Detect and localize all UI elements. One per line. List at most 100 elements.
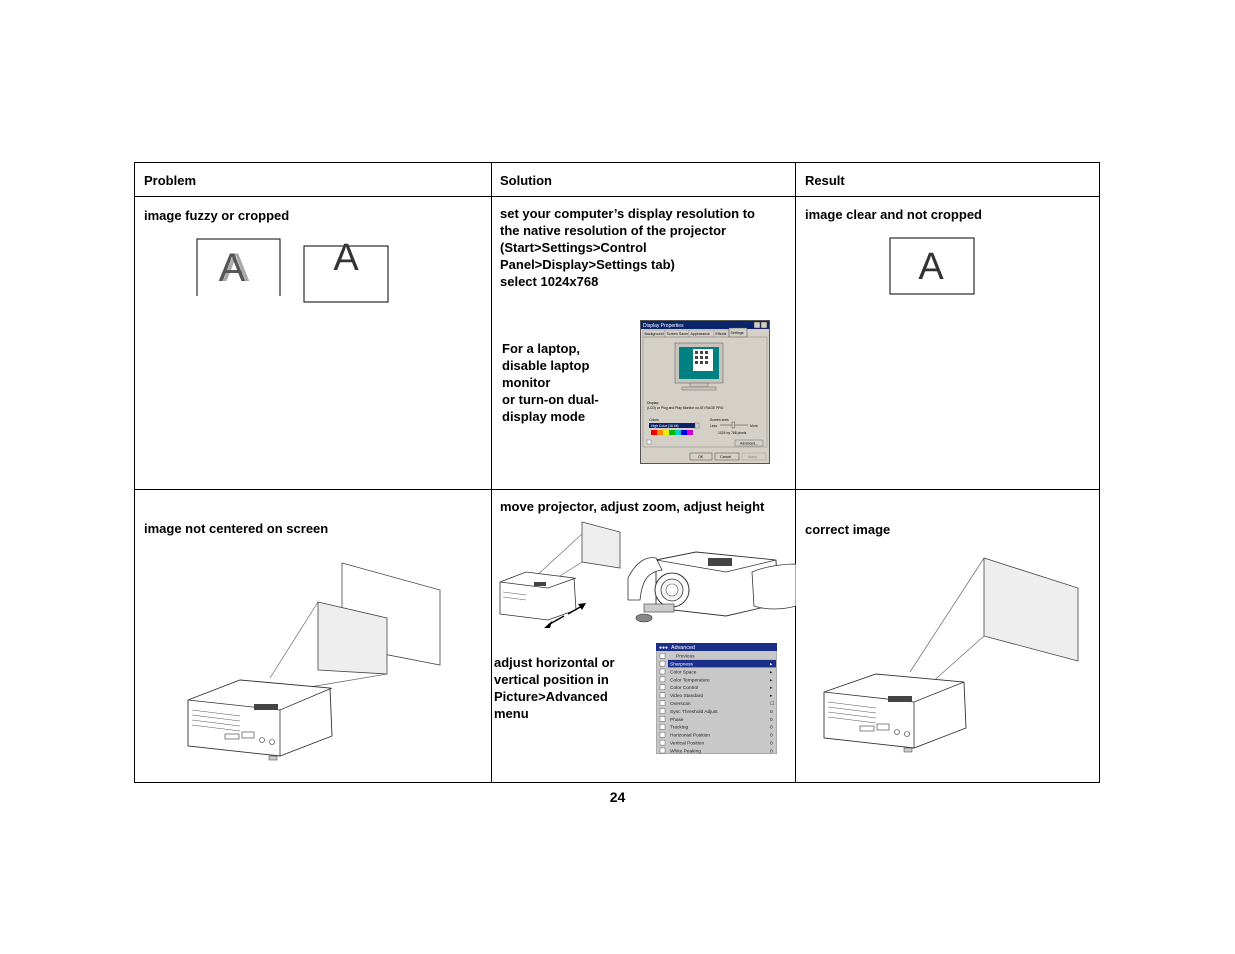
menu-item-label: Overscan: [670, 701, 691, 707]
svg-text:1024 by 768 pixels: 1024 by 768 pixels: [718, 431, 747, 435]
menu-item[interactable]: Sharpness▸: [659, 659, 776, 668]
menu-item-label: Phase: [670, 717, 684, 723]
menu-item-icon: [659, 652, 666, 659]
menu-item-label: Horizontal Position: [670, 733, 710, 739]
row-divider: [135, 489, 1099, 490]
svg-text:High Color (16 bit): High Color (16 bit): [651, 424, 679, 428]
page-number: 24: [609, 789, 626, 805]
menu-item-icon: [659, 739, 666, 746]
menu-item[interactable]: Video Standard ▸: [659, 692, 773, 699]
menu-item-value: ☐: [770, 701, 774, 707]
menu-item-value: 0: [770, 717, 773, 723]
menu-item[interactable]: Color Control▸: [659, 684, 773, 691]
adjust-projector-illustration: [496, 520, 797, 635]
svg-text:A: A: [223, 246, 250, 290]
row2-problem: image not centered on screen: [144, 521, 329, 536]
menu-item-icon: [659, 668, 666, 675]
row2-solution: move projector, adjust zoom, adjust heig…: [500, 499, 765, 514]
troubleshooting-table: [134, 162, 1100, 783]
chevron-down-icon[interactable]: [694, 422, 700, 429]
header-solution: Solution: [500, 173, 552, 188]
menu-item-icon: [659, 708, 666, 714]
dialog-title: Display Properties: [643, 323, 684, 329]
svg-text:Appearance: Appearance: [691, 332, 710, 336]
menu-item-icon: [659, 716, 666, 722]
menu-item-icon: [659, 747, 666, 754]
cropped-a-illustration: A: [303, 234, 389, 304]
svg-text:More: More: [750, 424, 758, 428]
menu-item-label: Video Standard: [670, 693, 703, 699]
menu-item-icon: [659, 724, 666, 730]
apply-button[interactable]: [741, 452, 767, 461]
menu-item-label: Vertical Position: [670, 741, 704, 747]
svg-text:A: A: [219, 246, 246, 290]
svg-text:Screen area: Screen area: [710, 418, 729, 422]
header-divider: [135, 196, 1099, 197]
svg-text:A: A: [333, 237, 359, 279]
colors-select[interactable]: [649, 423, 699, 428]
menu-item[interactable]: Phase 0: [659, 716, 773, 723]
menu-item-label: Color Control: [670, 685, 698, 691]
row1-solution: set your computer’s display resolution t…: [500, 206, 755, 289]
menu-item[interactable]: Color Temperature ▸: [659, 676, 773, 683]
menu-item-label: Color Temperature: [670, 677, 710, 683]
header-problem: Problem: [144, 173, 197, 188]
menu-item-label: Color Space: [670, 669, 697, 675]
svg-text:(LCD) or Plug and Play Monitor: (LCD) or Plug and Play Monitor on ATI RA…: [647, 406, 724, 410]
svg-text:Display:: Display:: [647, 401, 659, 405]
menu-item-label: Sharpness: [670, 662, 694, 668]
menu-item-value: 0: [770, 741, 773, 747]
menu-item[interactable]: Sync Threshold Adjust 0: [659, 708, 773, 715]
menu-item[interactable]: Color Space ▸: [659, 668, 773, 675]
svg-text:Colors: Colors: [649, 418, 659, 422]
extend-checkbox[interactable]: [646, 439, 652, 445]
svg-text:Background: Background: [645, 332, 664, 336]
clear-a-illustration: A: [889, 237, 975, 295]
svg-text:Settings: Settings: [731, 331, 744, 335]
svg-text:A: A: [918, 246, 944, 288]
menu-item-icon: [659, 660, 666, 667]
advanced-button[interactable]: [734, 439, 764, 447]
menu-item[interactable]: Tracking 0: [659, 724, 773, 731]
display-properties-dialog: Display Properties Background Screen Sav…: [640, 320, 770, 464]
menu-item[interactable]: Overscan ☐: [659, 700, 774, 707]
menu-item-value: 0: [770, 709, 773, 715]
fuzzy-a-illustration: A A: [196, 238, 282, 296]
centered-projector-illustration: [818, 556, 1082, 762]
row1-problem: image fuzzy or cropped: [144, 208, 290, 223]
menu-item-label: Tracking: [670, 725, 689, 731]
menu-title: Advanced: [671, 645, 695, 651]
svg-text:OK: OK: [698, 455, 704, 459]
svg-text:Apply: Apply: [748, 455, 757, 459]
menu-item-icon: [659, 676, 666, 683]
ok-button[interactable]: [689, 452, 713, 461]
row2-result: correct image: [805, 522, 891, 537]
help-icon[interactable]: [753, 321, 761, 329]
svg-text:Less: Less: [710, 424, 717, 428]
menu-item-value: ▸: [770, 670, 773, 675]
header-result: Result: [805, 173, 845, 188]
screen-area-slider[interactable]: [731, 421, 735, 429]
close-icon[interactable]: [760, 321, 768, 329]
menu-note: adjust horizontal or vertical position i…: [494, 655, 615, 721]
menu-item[interactable]: Previous: [659, 652, 695, 660]
menu-item-icon: [659, 692, 666, 698]
laptop-note: For a laptop, disable laptop monitor or …: [502, 341, 599, 424]
off-center-projector-illustration: [180, 560, 450, 766]
menu-item[interactable]: Vertical Position 0: [659, 739, 773, 747]
menu-item-value: ▸: [770, 694, 773, 699]
svg-text:●●●: ●●●: [659, 645, 668, 651]
menu-item-icon: [659, 700, 666, 706]
menu-item-icon: [659, 731, 666, 738]
menu-item-value: ▸: [770, 678, 773, 683]
menu-item-value: 0: [770, 748, 773, 754]
menu-item-value: 0: [770, 725, 773, 731]
svg-text:Cancel: Cancel: [720, 455, 731, 459]
svg-text:Effects: Effects: [716, 332, 727, 336]
cancel-button[interactable]: [714, 452, 740, 461]
column-divider: [491, 163, 492, 782]
menu-item-label: Sync Threshold Adjust: [670, 709, 718, 715]
